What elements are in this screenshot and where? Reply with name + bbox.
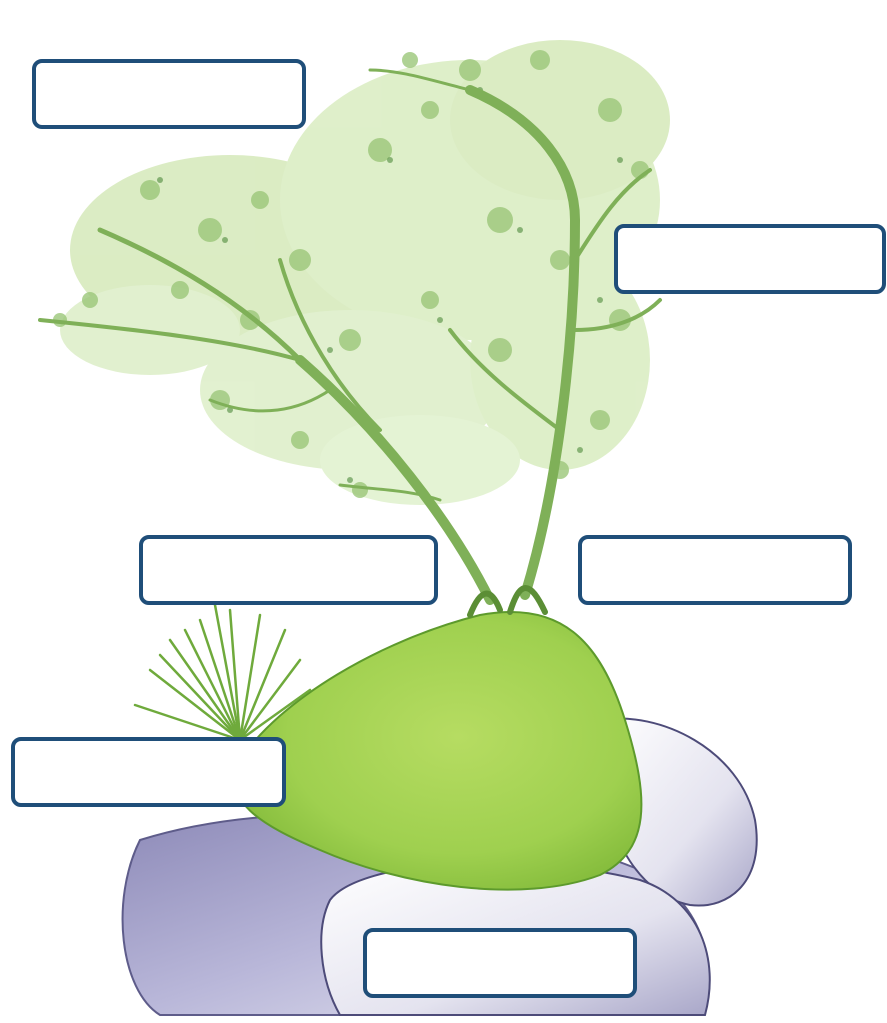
label-box-upper-right[interactable] — [614, 224, 886, 294]
label-box-top-left[interactable] — [32, 59, 306, 129]
label-box-lower-left[interactable] — [11, 737, 286, 807]
label-box-middle-left[interactable] — [139, 535, 438, 605]
label-box-bottom[interactable] — [363, 928, 637, 998]
label-box-middle-right[interactable] — [578, 535, 852, 605]
